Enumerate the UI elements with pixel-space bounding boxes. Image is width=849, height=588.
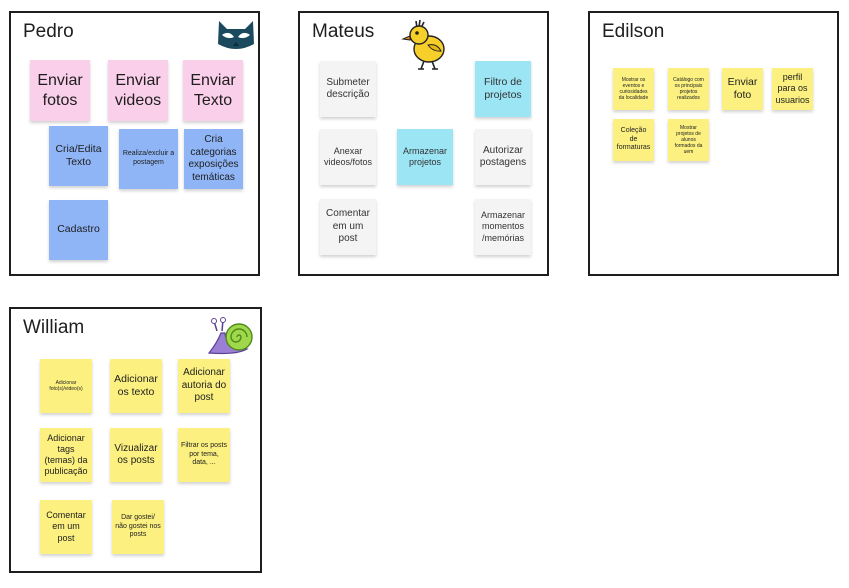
sticky-note[interactable]: Enviar foto xyxy=(722,68,763,110)
sticky-note[interactable]: Enviar fotos xyxy=(30,60,90,121)
sticky-note[interactable]: Dar gostei/ não gostei nos posts xyxy=(112,500,164,554)
sticky-note[interactable]: Adicionar foto(s)/video(s) xyxy=(40,359,92,413)
sticky-note[interactable]: Comentar em um post xyxy=(40,500,92,554)
board-title[interactable]: Mateus xyxy=(312,21,375,42)
sticky-note[interactable]: Adicionar autoria do post xyxy=(178,359,230,413)
sticky-note[interactable]: Armazenar momentos /memórias xyxy=(475,199,531,255)
sticky-note[interactable]: Cadastro xyxy=(49,200,108,260)
board-edilson[interactable]: Edilson Mostrar os eventos e curiosidade… xyxy=(588,11,839,276)
sticky-note[interactable]: Enviar videos xyxy=(108,60,168,121)
board-title[interactable]: Pedro xyxy=(23,21,74,42)
sticky-note[interactable]: Adicionar os texto xyxy=(110,359,162,413)
sticky-note[interactable]: Coleção de formaturas xyxy=(613,119,654,161)
sticky-note[interactable]: Vizualizar os posts xyxy=(110,428,162,482)
sticky-note[interactable]: Anexar videos/fotos xyxy=(320,129,376,185)
batman-mask-icon xyxy=(218,21,254,49)
sticky-note[interactable]: Mostrar projetos de alunos formados da u… xyxy=(668,119,709,161)
sticky-note[interactable]: Adicionar tags (temas) da publicação xyxy=(40,428,92,482)
sticky-note[interactable]: Realiza/excluir a postagem xyxy=(119,129,178,189)
sticky-note[interactable]: Filtro de projetos xyxy=(475,61,531,117)
sticky-note[interactable]: Filtrar os posts por tema, data, ... xyxy=(178,428,230,482)
board-william[interactable]: William Adicionar foto(s)/video(s) Adici… xyxy=(9,307,262,573)
sticky-note[interactable]: Submeter descrição xyxy=(320,61,376,117)
sticky-note[interactable]: Comentar em um post xyxy=(320,199,376,255)
sticky-note[interactable]: Cria/Edita Texto xyxy=(49,126,108,186)
sticky-note[interactable]: Enviar Texto xyxy=(183,60,243,121)
yellow-bird-icon xyxy=(401,19,445,70)
snail-icon xyxy=(207,317,253,355)
board-pedro[interactable]: Pedro Enviar fotos Enviar videos Enviar … xyxy=(9,11,260,276)
sticky-note[interactable]: Armazenar projetos xyxy=(397,129,453,185)
sticky-note[interactable]: Autorizar postagens xyxy=(475,129,531,185)
sticky-note[interactable]: Catálogo com os principais projetos real… xyxy=(668,68,709,110)
sticky-note[interactable]: perfil para os usuarios xyxy=(772,68,813,110)
board-title[interactable]: William xyxy=(23,317,85,338)
sticky-note[interactable]: Cria categorias exposições temáticas xyxy=(184,129,243,189)
sticky-note[interactable]: Mostrar os eventos e curiosidades da loc… xyxy=(613,68,654,110)
board-mateus[interactable]: Mateus Submeter descrição Filtro de proj… xyxy=(298,11,549,276)
board-title[interactable]: Edilson xyxy=(602,21,665,42)
